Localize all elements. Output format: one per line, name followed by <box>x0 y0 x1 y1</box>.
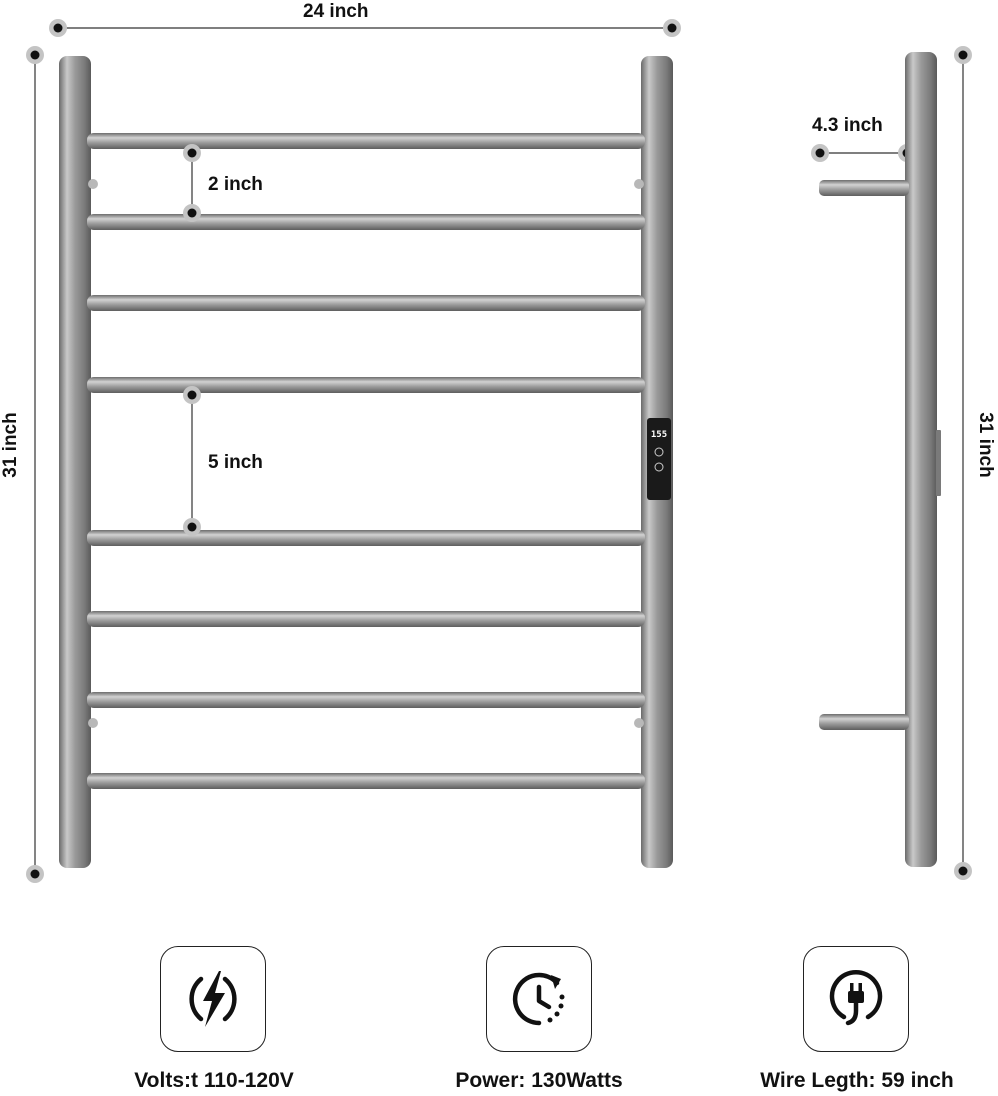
wire-icon-box <box>803 946 909 1052</box>
towel-bar <box>87 214 645 230</box>
towel-bar <box>87 295 645 311</box>
towel-bar <box>87 692 645 708</box>
side-view-bar-bottom <box>819 714 909 730</box>
mount-nub <box>634 718 644 728</box>
volts-label: Volts:t 110-120V <box>134 1069 294 1092</box>
towel-bar <box>87 530 645 546</box>
side-view-post <box>905 52 937 867</box>
power-label: Power: 130Watts <box>455 1069 623 1092</box>
height-label-left: 31 inch <box>0 412 21 478</box>
wall-mount-points <box>88 179 644 728</box>
towel-bar <box>87 611 645 627</box>
towel-bar <box>87 133 645 149</box>
width-label: 24 inch <box>303 1 369 22</box>
mount-nub <box>88 718 98 728</box>
side-view-bar-top <box>819 180 909 196</box>
wire-length-label: Wire Legth: 59 inch <box>760 1069 954 1092</box>
power-icon-box <box>486 946 592 1052</box>
towel-bar <box>87 773 645 789</box>
dimension-markers <box>26 19 972 883</box>
control-down-button[interactable] <box>654 462 664 472</box>
towel-bar <box>87 377 645 393</box>
lightning-bolt-icon <box>189 971 237 1027</box>
dimension-lines <box>34 27 964 874</box>
left-post <box>59 56 91 868</box>
power-plug-icon <box>829 970 883 1026</box>
control-display: 155 <box>651 430 667 440</box>
bar-gap-large-label: 5 inch <box>208 452 263 473</box>
mount-nub <box>634 179 644 189</box>
height-label-right: 31 inch <box>975 412 996 478</box>
bar-gap-small-label: 2 inch <box>208 174 263 195</box>
control-panel: 155 <box>647 418 671 500</box>
towel-bars <box>87 133 645 789</box>
side-view <box>819 52 941 867</box>
depth-label: 4.3 inch <box>812 115 883 136</box>
timer-clock-icon <box>512 972 565 1026</box>
mount-nub <box>88 179 98 189</box>
side-view-control-panel <box>936 430 941 496</box>
control-up-button[interactable] <box>654 447 664 457</box>
volts-icon-box <box>160 946 266 1052</box>
